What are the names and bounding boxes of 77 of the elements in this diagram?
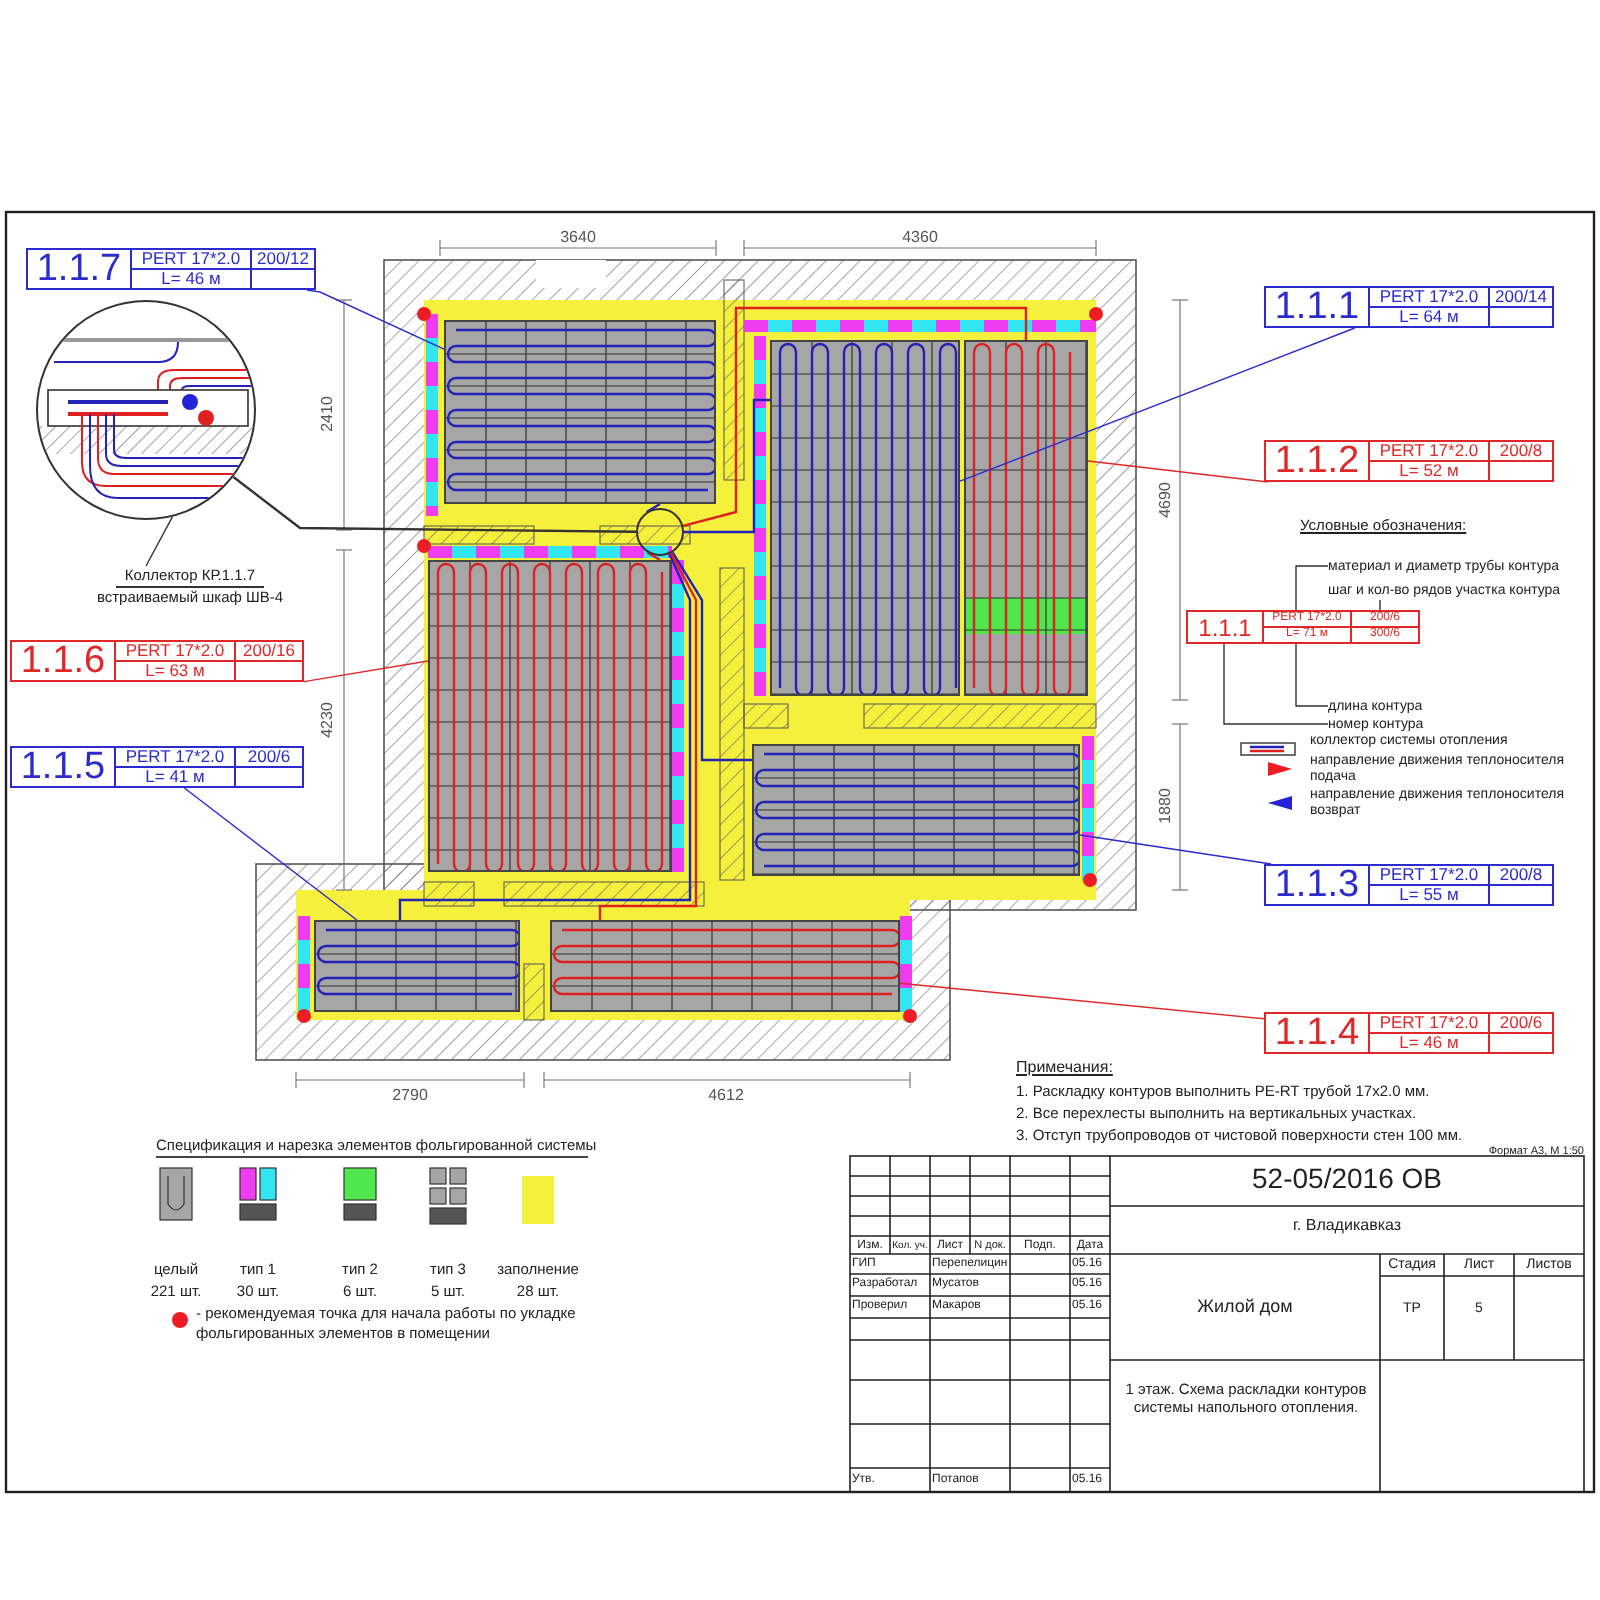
label-text: 52-05/2016 ОВ [1250,1162,1444,1194]
leader-line [1087,460,1269,483]
collector-marker [636,508,684,556]
leader-line [1223,643,1329,725]
label-text: Жилой дом [1195,1296,1295,1318]
callout-table [1264,440,1554,482]
pipe-spec: PERT 17*2.0 [1370,288,1490,307]
label-text: г. Владикавказ [1290,1216,1404,1236]
callout-table [1264,1012,1554,1054]
pipe-step: 200/12 [252,250,314,269]
heating-pipe [671,551,752,762]
contour-number: 1.1.7 [28,250,132,288]
leader-line [1295,643,1329,707]
pipe-spec: PERT 17*2.0 [132,250,252,269]
contour-number: 1.1.5 [12,748,116,786]
pipe-step: 200/14 [1490,288,1552,307]
pipe-step: 200/8 [1490,442,1552,461]
pipe-spec: PERT 17*2.0 [1370,1014,1490,1033]
heating-pipe [647,551,661,562]
dimension-text: 4230 [318,700,338,742]
dimension-text: 2410 [318,394,338,436]
dimension-text: 1880 [1156,786,1176,828]
pipe-step: 200/8 [1490,866,1552,885]
pipe-spec: PERT 17*2.0 [116,642,236,661]
label-text: 3640 [558,228,598,248]
heating-pipe [398,553,692,920]
pipe-step: 200/6 [1490,1014,1552,1033]
leader-line [306,289,445,350]
contour-length: L= 63 м [116,661,236,680]
heating-zone [770,340,960,696]
heating-pipe [684,398,770,534]
pipe-spec: PERT 17*2.0 [116,748,236,767]
leader-line [899,982,1265,1020]
callout-table [10,640,304,682]
callout-table [1264,286,1554,328]
contour-number: 1.1.2 [1266,442,1370,480]
contour-number: 1.1.6 [12,642,116,680]
heating-pipe [682,306,1028,527]
heating-zone [752,744,1080,876]
contour-length: L= 46 м [1370,1033,1490,1052]
heating-zone [444,320,716,504]
callout-table [1186,610,1420,644]
contour-number: 1.1.3 [1266,866,1370,904]
heating-zone [314,920,520,1012]
leader-line [145,516,174,567]
label-text: Примечания: [1016,1058,1115,1078]
leader-line [1379,599,1381,611]
heating-zone [428,560,672,872]
pipe-step: 200/16 [236,642,302,661]
label-text: 4360 [900,228,940,248]
callout-table [10,746,304,788]
callout-table [26,248,316,290]
contour-length: L= 55 м [1370,885,1490,904]
label-text: 4612 [706,1086,746,1106]
contour-length: L= 41 м [116,767,236,786]
pipe-step: 200/6 [236,748,302,767]
contour-number: 1.1.4 [1266,1014,1370,1052]
pipe-spec: PERT 17*2.0 [1370,442,1490,461]
leader-line [1295,565,1329,611]
heating-pipe [598,552,698,920]
contour-length: L= 64 м [1370,307,1490,326]
leader-line [183,787,358,921]
dimension-text: 4690 [1156,480,1176,522]
leader-line [959,327,1356,482]
leader-line [303,660,429,683]
heating-pipe [232,476,636,533]
contour-length: L= 52 м [1370,461,1490,480]
heating-zone [964,340,1088,696]
heating-zone [550,920,900,1012]
label-text: 2790 [390,1086,430,1106]
leader-line [1079,834,1272,865]
contour-length: L= 46 м [132,269,252,288]
heating-pipe [646,502,661,514]
callout-table [1264,864,1554,906]
pipe-spec: PERT 17*2.0 [1370,866,1490,885]
contour-number: 1.1.1 [1266,288,1370,326]
contour-number: 1.1.1 [1188,612,1264,642]
